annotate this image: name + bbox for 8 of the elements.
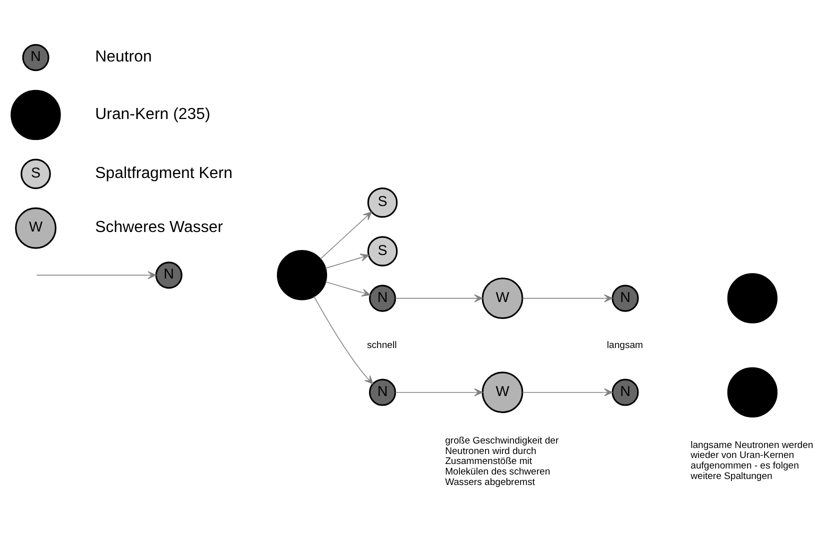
node-label: langsam: [606, 339, 644, 350]
node-label: Uran-Kern (235): [95, 105, 210, 122]
node-label: langsame Neutronen werden wieder von Uran-Kernen aufgenommen - es folgen weitere Spaltungen: [690, 439, 814, 482]
node-label: schnell: [366, 339, 397, 350]
node-label: Schweres Wasser: [95, 218, 223, 236]
node-label: große Geschwindigkeit der Neutronen wird durch Zusammenstöße mit Molekülen des schweren Wassers abgebremst: [445, 434, 559, 488]
node-label: Spaltfragment Kern: [95, 164, 232, 182]
node-label: Neutron: [95, 48, 152, 66]
